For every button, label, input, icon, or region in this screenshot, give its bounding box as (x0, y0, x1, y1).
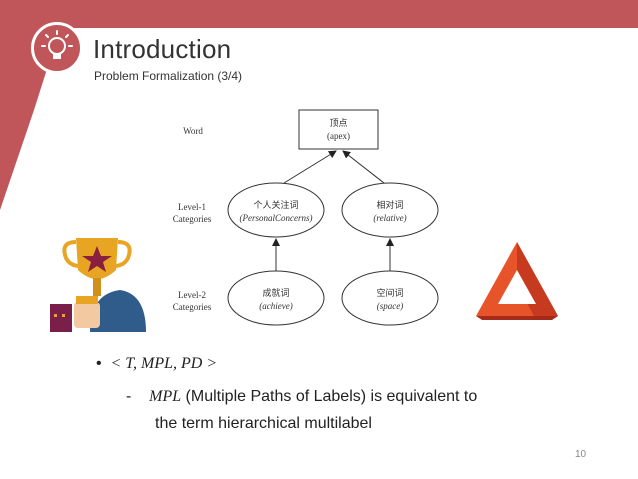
warning-triangle-icon (474, 240, 560, 320)
achieve-en: (achieve) (228, 300, 324, 312)
personal-zh: 个人关注词 (228, 199, 324, 211)
row-label-level2: Level-2 (162, 290, 222, 301)
page-number: 10 (575, 449, 586, 460)
edge-relative-apex (343, 151, 384, 183)
row-label-level1-categories: Categories (162, 214, 222, 225)
apex-en: (apex) (299, 130, 378, 142)
bullet-tuple: • < T, MPL, PD > (96, 355, 217, 373)
personal-en: (PersonalConcerns) (228, 212, 324, 224)
tuple-text: < T, MPL, PD > (111, 355, 218, 372)
achieve-zh: 成就词 (228, 287, 324, 299)
space-zh: 空间词 (342, 287, 438, 299)
bullet-mpl: - MPL (Multiple Paths of Labels) is equi… (126, 388, 477, 406)
sub-dash: - (126, 388, 131, 405)
edge-personal-apex (284, 151, 336, 183)
mpl-text: (Multiple Paths of Labels) is equivalent… (181, 388, 477, 405)
apex-zh: 顶点 (299, 117, 378, 129)
row-label-level2-categories: Categories (162, 302, 222, 313)
mpl-term: MPL (149, 388, 181, 405)
bullet-mpl-continued: the term hierarchical multilabel (155, 415, 372, 433)
row-label-word: Word (163, 126, 223, 137)
row-label-level1: Level-1 (162, 202, 222, 213)
relative-zh: 相对词 (342, 199, 438, 211)
space-en: (space) (342, 300, 438, 312)
relative-en: (relative) (342, 212, 438, 224)
trophy-icon (50, 232, 150, 332)
bullet-dot: • (96, 355, 111, 372)
